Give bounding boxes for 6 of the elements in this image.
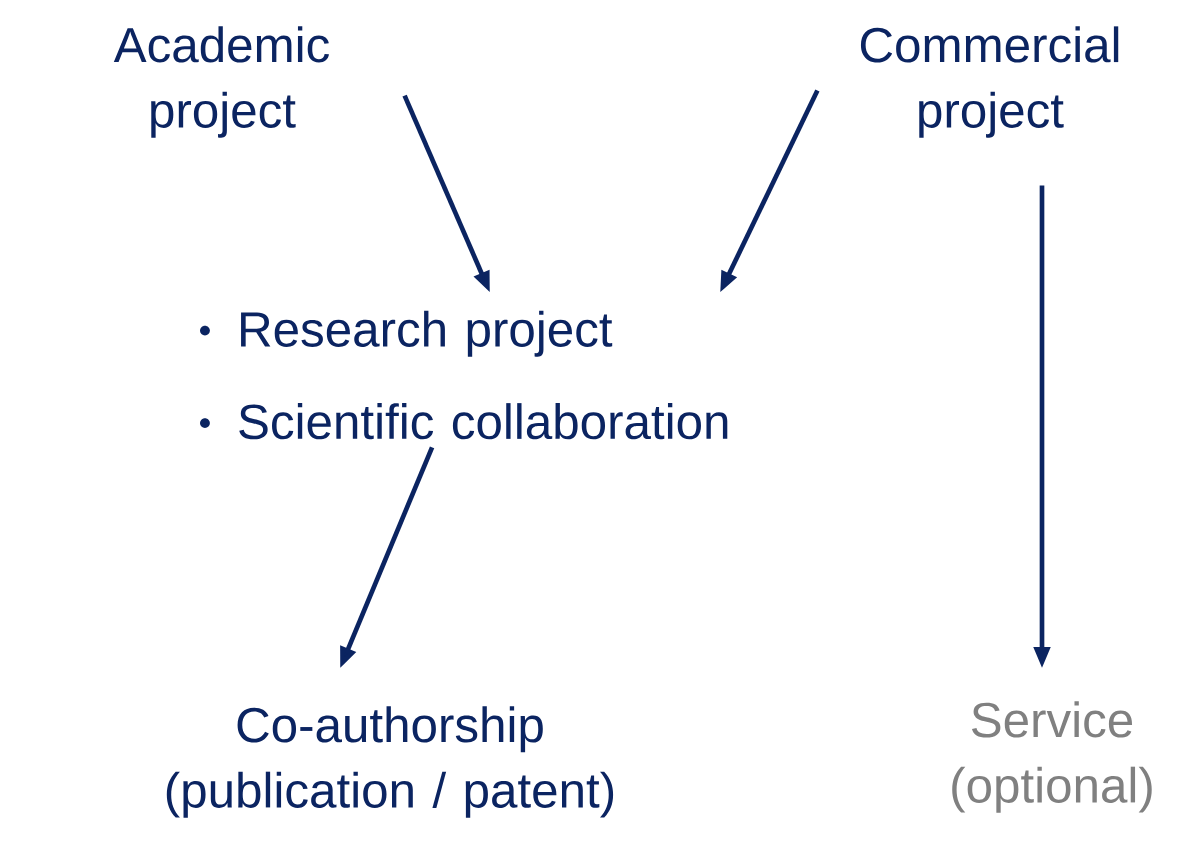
list-item: Scientific collaboration [239,403,728,440]
node-label: Service (optional) [952,701,1152,813]
node-label: Commercial project [860,26,1119,138]
node-label: Academic project [113,26,329,138]
node-label: Co-authorship (publication / patent) [166,706,614,818]
list-item: Research project [241,310,613,357]
